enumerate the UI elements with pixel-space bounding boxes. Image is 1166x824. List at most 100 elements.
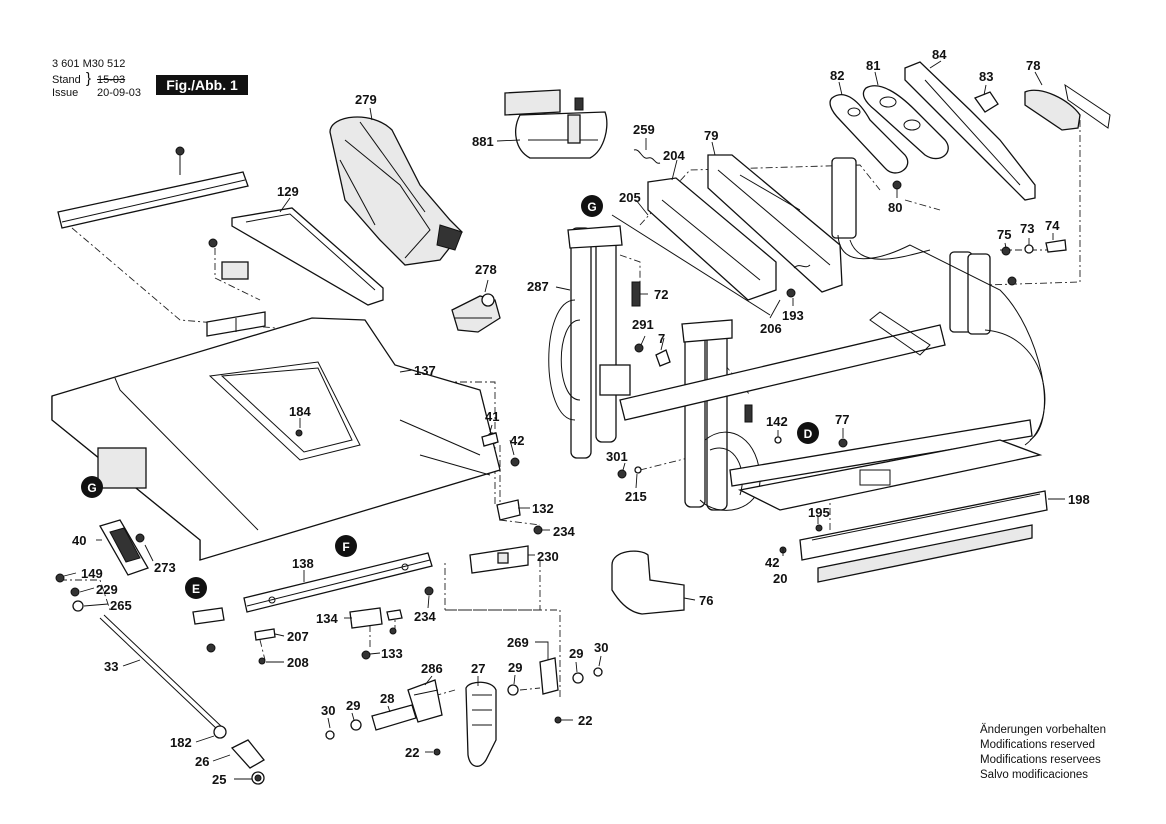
label-206: 206 <box>760 321 782 336</box>
bracket-e <box>192 607 225 625</box>
label-80: 80 <box>888 200 902 215</box>
issue-label: Issue <box>52 87 79 99</box>
bracket-79 <box>707 154 843 293</box>
label-83: 83 <box>979 69 993 84</box>
label-25: 25 <box>212 772 226 787</box>
label-259: 259 <box>633 122 655 137</box>
stand-frame <box>548 157 1046 511</box>
label-79: 79 <box>704 128 718 143</box>
label-28: 28 <box>380 691 394 706</box>
handles-group <box>829 61 1111 201</box>
label-204: 204 <box>663 148 685 163</box>
label-82: 82 <box>830 68 844 83</box>
crank-assembly <box>325 657 603 767</box>
label-234a: 234 <box>553 524 575 539</box>
rail-upper <box>57 146 249 229</box>
label-73: 73 <box>1020 221 1034 236</box>
label-26: 26 <box>195 754 209 769</box>
label-33: 33 <box>104 659 118 674</box>
spring-259 <box>633 149 661 164</box>
rail-138 <box>243 552 433 613</box>
callout-g2: G <box>81 476 103 498</box>
label-279: 279 <box>355 92 377 107</box>
bracket-132 <box>496 499 521 521</box>
label-42b: 42 <box>765 555 779 570</box>
label-208: 208 <box>287 655 309 670</box>
label-29c: 29 <box>346 698 360 713</box>
label-291: 291 <box>632 317 654 332</box>
label-42a: 42 <box>510 433 524 448</box>
modification-notes: Änderungen vorbehalten Modifications res… <box>980 723 1106 783</box>
leader-lines <box>63 60 1065 780</box>
label-74: 74 <box>1045 218 1060 233</box>
label-234b: 234 <box>414 609 436 624</box>
rail-198-20 <box>799 490 1048 583</box>
svg-text:E: E <box>192 582 200 596</box>
callout-g1: G <box>581 195 603 217</box>
svg-text:D: D <box>804 427 813 441</box>
svg-text:G: G <box>587 200 596 214</box>
figure-label: Fig./Abb. 1 <box>156 75 248 95</box>
label-278: 278 <box>475 262 497 277</box>
note-es: Salvo modificaciones <box>980 769 1089 781</box>
label-29b: 29 <box>569 646 583 661</box>
label-7: 7 <box>658 331 665 346</box>
label-30a: 30 <box>321 703 335 718</box>
plate-129 <box>208 207 384 306</box>
label-142: 142 <box>766 414 788 429</box>
label-22a: 22 <box>578 713 592 728</box>
bracket-41 <box>481 432 499 447</box>
riving-knife-278 <box>451 293 501 333</box>
doc-number: 3 601 M30 512 <box>52 58 126 70</box>
cover-204-205 <box>611 177 777 316</box>
stand-label: Stand <box>52 74 81 86</box>
bracket-134 <box>349 607 383 629</box>
foot-76 <box>611 550 685 615</box>
label-149: 149 <box>81 566 103 581</box>
label-184: 184 <box>289 404 311 419</box>
label-301: 301 <box>606 449 628 464</box>
label-27: 27 <box>471 661 485 676</box>
label-881: 881 <box>472 134 494 149</box>
note-de: Änderungen vorbehalten <box>980 724 1106 736</box>
callout-e: E <box>185 577 207 599</box>
part-labels: 279 881 129 259 204 79 82 81 84 83 78 20… <box>72 47 1090 787</box>
bosch-badge-40 <box>99 519 149 576</box>
label-76: 76 <box>699 593 713 608</box>
label-207: 207 <box>287 629 309 644</box>
label-29a: 29 <box>508 660 522 675</box>
label-265: 265 <box>110 598 132 613</box>
rod-33 <box>99 614 265 785</box>
label-78: 78 <box>1026 58 1040 73</box>
callout-f: F <box>335 535 357 557</box>
label-273: 273 <box>154 560 176 575</box>
label-137: 137 <box>414 363 436 378</box>
blade-guard-279 <box>329 116 463 266</box>
label-72: 72 <box>654 287 668 302</box>
clip <box>386 609 403 621</box>
label-132: 132 <box>532 501 554 516</box>
note-en: Modifications reserved <box>980 739 1096 751</box>
label-133: 133 <box>381 646 403 661</box>
label-198: 198 <box>1068 492 1090 507</box>
callout-d: D <box>797 422 819 444</box>
svg-text:F: F <box>342 540 349 554</box>
label-230: 230 <box>537 549 559 564</box>
label-269: 269 <box>507 635 529 650</box>
label-287: 287 <box>527 279 549 294</box>
svg-text:G: G <box>87 481 96 495</box>
label-195: 195 <box>808 505 830 520</box>
miter-gauge-881 <box>504 89 608 159</box>
label-138: 138 <box>292 556 314 571</box>
stand-value: 15-03 <box>97 74 126 86</box>
label-81: 81 <box>866 58 880 73</box>
label-229: 229 <box>96 582 118 597</box>
label-129: 129 <box>277 184 299 199</box>
label-84: 84 <box>932 47 947 62</box>
label-40: 40 <box>72 533 86 548</box>
label-77: 77 <box>835 412 849 427</box>
label-22b: 22 <box>405 745 419 760</box>
label-215: 215 <box>625 489 647 504</box>
note-fr: Modifications reservees <box>980 754 1101 766</box>
